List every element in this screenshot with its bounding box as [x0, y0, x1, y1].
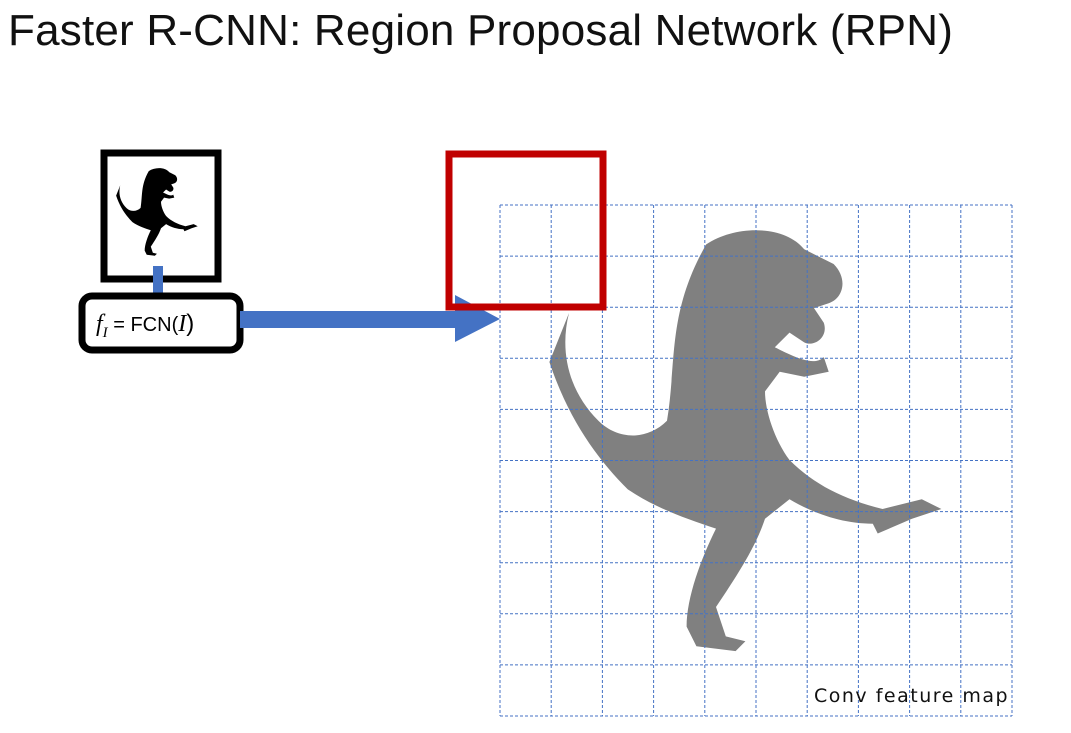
arrow-shaft: [240, 311, 458, 328]
fcn-formula: fI = FCN(I): [96, 310, 194, 341]
anchor-box: [445, 150, 607, 311]
connector-line: [153, 266, 163, 296]
fcn-equals: = FCN(: [108, 314, 179, 336]
fcn-arg: I: [177, 311, 187, 337]
slide-title: Faster R-CNN: Region Proposal Network (R…: [8, 6, 954, 55]
fcn-close: ): [186, 310, 194, 337]
input-image: [100, 149, 222, 283]
fcn-f-symbol: f: [96, 311, 106, 337]
fcn-f-subscript: I: [102, 325, 109, 341]
feature-map-grid: [499, 204, 1013, 717]
fcn-box: fI = FCN(I): [78, 292, 244, 354]
arrow: [240, 295, 500, 342]
feature-map-label: Conv feature map: [814, 685, 1009, 707]
arrow-head: [455, 295, 500, 342]
dinosaur-large-icon: [549, 230, 942, 652]
